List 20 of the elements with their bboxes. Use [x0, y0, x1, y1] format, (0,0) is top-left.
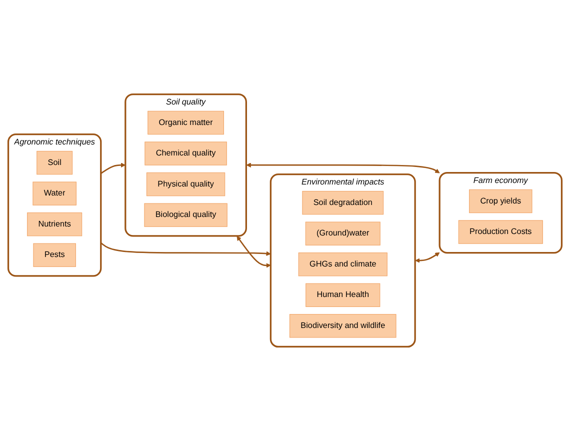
node-box: Organic matter	[148, 110, 224, 134]
node-box: Chemical quality	[144, 141, 227, 165]
node-box: Biodiversity and wildlife	[289, 314, 396, 338]
arrow	[246, 162, 440, 173]
node-box: GHGs and climate	[298, 252, 388, 276]
node-box: Biological quality	[144, 202, 228, 226]
node-box: Production Costs	[458, 220, 543, 244]
node-box: Water	[32, 181, 76, 205]
arrow	[415, 252, 440, 262]
node-box: Soil	[36, 150, 73, 174]
arrow	[236, 235, 271, 268]
arrow	[100, 162, 126, 174]
node-box: Human Health	[306, 282, 380, 306]
node-box: (Ground)water	[305, 221, 380, 245]
node-box: Crop yields	[469, 188, 532, 213]
node-box: Nutrients	[27, 212, 82, 236]
arrow	[100, 242, 271, 256]
node-box: Physical quality	[146, 172, 226, 196]
node-box: Pests	[33, 242, 76, 266]
node-box: Soil degradation	[302, 190, 384, 214]
